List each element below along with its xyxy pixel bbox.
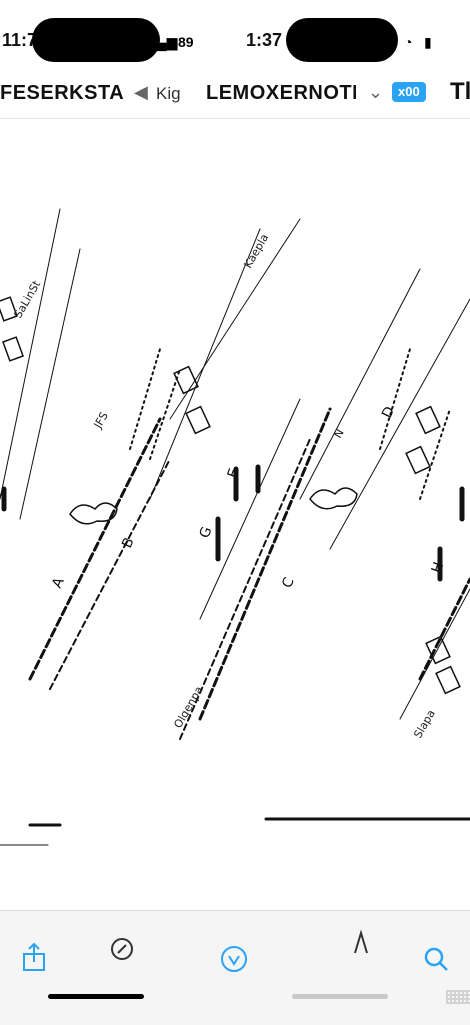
tag-text: Slapa	[411, 708, 438, 741]
home-indicator	[48, 994, 144, 999]
status-bar: 11:7 ▂▄▆ ◔ 89 1:37 ◔ ▮	[0, 0, 470, 72]
sketch-drawing: S E G H A B C D SaLinSt Kaepla Olgenpa S…	[0, 208, 470, 846]
dynamic-island-right	[286, 18, 398, 62]
guide-line-3	[149, 228, 261, 500]
main-line-5	[418, 577, 470, 681]
wifi-icon: ◔	[166, 34, 175, 50]
share-icon[interactable]	[16, 939, 52, 975]
tag-text: Olgenpa	[171, 684, 205, 730]
handwritten-label: C	[279, 575, 298, 591]
battery-icon: ▮	[424, 34, 432, 50]
dotted-band-4	[419, 408, 451, 500]
tag-box-8	[435, 665, 461, 695]
status-time-left: 11:7	[2, 30, 38, 50]
dotted-band-2	[149, 368, 181, 460]
document-canvas[interactable]: S E G H A B C D SaLinSt Kaepla Olgenpa S…	[0, 119, 470, 909]
battery-level: 89	[178, 34, 194, 50]
markup-icon[interactable]	[104, 931, 140, 967]
main-line-1	[28, 417, 162, 681]
handwritten-label: D	[379, 404, 398, 421]
tag-box-1	[173, 365, 199, 395]
tag-box-3	[415, 405, 441, 435]
guide-line-1	[0, 208, 61, 500]
guide-line-5	[199, 398, 301, 620]
main-line-2	[49, 458, 171, 690]
dynamic-island-left	[32, 18, 160, 62]
tag-text: JFS	[91, 410, 111, 432]
handwritten-label: A	[49, 575, 68, 591]
tag-box-5	[0, 296, 18, 322]
wifi-icon-right: ◔	[404, 34, 413, 50]
bottom-toolbar	[0, 910, 470, 1025]
header-edge-text: Tl	[450, 78, 470, 105]
handwritten-label: S	[0, 488, 11, 502]
dotted-band-3	[379, 348, 411, 450]
tag-box-4	[405, 445, 431, 475]
signal-bars-icon: ▂▄▆	[146, 34, 178, 50]
tag-box-2	[185, 405, 211, 435]
tag-text: Kaepla	[241, 232, 271, 271]
guide-line-4	[169, 218, 301, 420]
status-time-right: 1:37	[246, 30, 283, 50]
search-zoom-icon[interactable]	[216, 941, 252, 977]
magnifier-icon[interactable]	[418, 941, 454, 977]
dotted-band-1	[129, 348, 161, 450]
zoom-badge[interactable]: x00	[392, 82, 426, 102]
handwritten-label: H	[429, 560, 448, 575]
scribble-cloud-2	[309, 487, 358, 510]
corner-pattern	[446, 990, 470, 1004]
main-line-4	[179, 438, 311, 740]
guide-line-7	[329, 298, 470, 550]
tag-box-6	[2, 336, 24, 362]
chevron-down-icon[interactable]: ⌄	[368, 82, 384, 102]
home-indicator-ghost	[292, 994, 388, 999]
handwritten-label: G	[197, 525, 216, 541]
chevron-left-icon[interactable]: ◀	[134, 82, 148, 102]
header-bar: FESERKSTA ◀ Kig LEMOXERNOTN ⌄ Tl	[0, 72, 470, 119]
document-title-right[interactable]: LEMOXERNOTN	[206, 82, 356, 104]
main-line-3	[198, 407, 332, 721]
tag-box-7	[425, 635, 451, 665]
document-subtitle-left: Kig	[156, 84, 181, 103]
guide-line-8	[399, 588, 470, 720]
tag-text: N	[331, 427, 346, 441]
pen-icon[interactable]	[344, 925, 380, 961]
scribble-cloud-1	[69, 502, 118, 525]
document-title-left[interactable]: FESERKSTA	[0, 82, 125, 104]
guide-line-6	[299, 268, 421, 500]
guide-line-2	[19, 248, 81, 520]
